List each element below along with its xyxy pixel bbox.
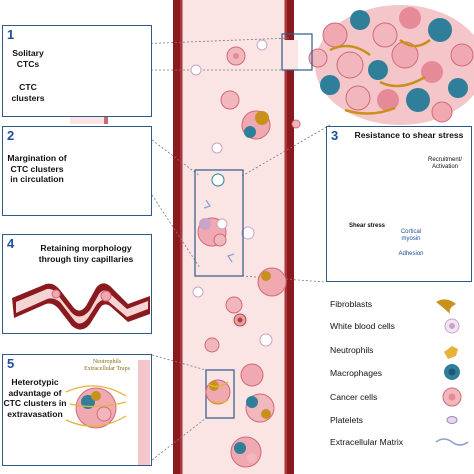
legend-icons [435,299,469,446]
heterotypic-label: Heterotypic advantage of CTC clusters in… [3,377,67,419]
vessel-wall-left [173,0,182,474]
extravasation-inset-cluster [205,379,231,405]
inset-box-shear [194,169,244,277]
legend-label-neutrophils: Neutrophils [330,345,374,355]
cortical-myosin-label: Cortical myosin [400,229,422,242]
recruitment-activation-label: Recruitment/ Activation [427,157,462,170]
panel-2: 2 Margination of CTC clusters in circula… [2,126,152,216]
shear-inset-cluster [197,173,235,263]
net-label: Neutrophils Extracellular Traps [84,359,130,372]
capillaries-label: Retaining morphology through tiny capill… [38,243,134,264]
panel-4-illustration [12,283,150,330]
solitary-ctcs-label: Solitary CTCs [12,48,44,69]
legend-label-white-blood-cells: White blood cells [330,321,395,331]
panel-3-number: 3 [331,128,339,143]
panel-5-number: 5 [7,356,15,371]
panel-2-number: 2 [7,128,15,143]
cancer-cell-icon [442,387,462,407]
legend-label-cancer-cells: Cancer cells [330,392,378,402]
panel-5-illustration [65,360,150,466]
panel-3: 3 Resistance to shear stress Recruitment… [326,126,472,282]
primary-tumor [308,5,474,125]
shear-stress-label: Shear stress [348,223,386,229]
legend-label-macrophages: Macrophages [330,368,383,378]
panel-4-number: 4 [7,236,15,251]
ctc-clusters-label: CTC clusters [11,82,45,103]
margination-label: Margination of CTC clusters in circulati… [7,153,67,184]
adhesion-label: Adhesion [398,251,424,257]
panel-4: 4 Retaining morphology through tiny capi… [2,234,152,334]
panel-1-number: 1 [7,27,15,42]
macrophage-icon [444,364,460,380]
panel-5: 5 Heterotypic advantage of CTC clusters … [2,354,152,466]
legend-label-extracellular-matrix: Extracellular Matrix [330,437,404,447]
inset-box-intravasation [281,33,313,71]
legend-label-platelets: Platelets [330,415,363,425]
circulating-cells [190,39,301,468]
shear-resistance-title: Resistance to shear stress [354,130,464,140]
fibroblast-icon [436,299,456,314]
platelet-icon [446,416,458,424]
panel-1: 1 Solitary CTCs CTC clusters [2,25,152,117]
white-blood-cell-icon [444,318,460,334]
vessel-wall-right [285,0,294,474]
legend-label-fibroblasts: Fibroblasts [330,299,373,309]
extracellular-matrix-icon [435,438,469,446]
neutrophil-icon [444,346,458,359]
